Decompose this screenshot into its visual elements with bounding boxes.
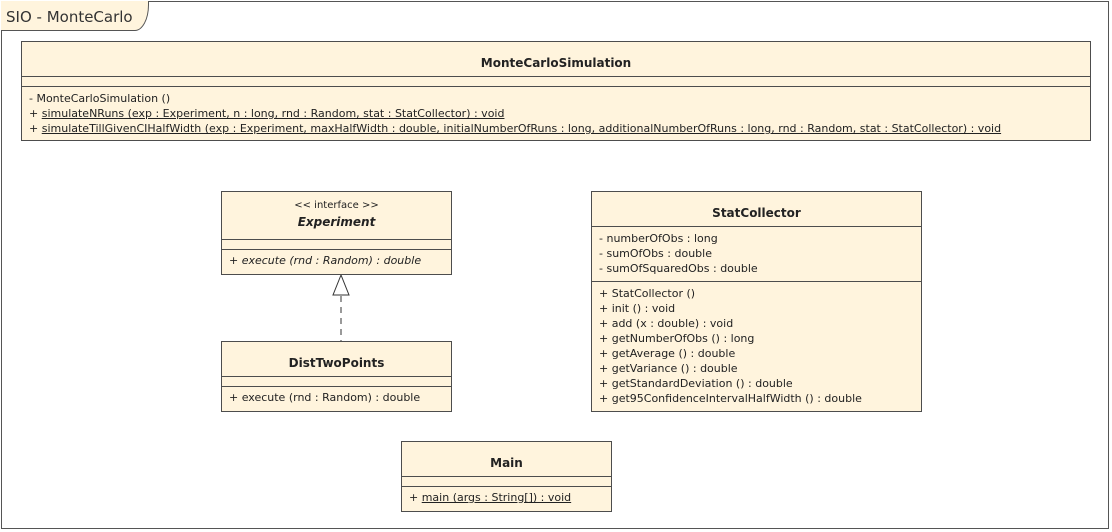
operation: + execute (rnd : Random) : double [229,254,422,267]
attributes-section [22,77,1090,87]
attribute: - sumOfSquaredObs : double [599,262,758,275]
class-header: DistTwoPoints [222,342,451,377]
class-header: Main [402,442,611,477]
operations-section: - MonteCarloSimulation () + simulateNRun… [22,87,1090,139]
operation: - MonteCarloSimulation () [29,92,171,105]
class-header: << interface >> Experiment [222,192,451,240]
package-title: SIO - MonteCarlo [6,8,133,26]
class-header: MonteCarloSimulation [22,42,1090,77]
attributes-section [402,477,611,487]
class-name: Experiment [297,215,376,229]
operations-section: + main (args : String[]) : void [402,487,611,508]
operation: + simulateNRuns (exp : Experiment, n : l… [29,107,505,120]
operation: + get95ConfidenceIntervalHalfWidth () : … [599,392,862,405]
attribute: - numberOfObs : long [599,232,718,245]
operation: + main (args : String[]) : void [409,491,572,504]
operation: + StatCollector () [599,287,696,300]
operations-section: + execute (rnd : Random) : double [222,387,451,408]
operation: + getVariance () : double [599,362,738,375]
class-main[interactable]: Main + main (args : String[]) : void [401,441,612,512]
operation: + simulateTillGivenCIHalfWidth (exp : Ex… [29,122,1002,135]
operation: + getNumberOfObs () : long [599,332,755,345]
class-header: StatCollector [592,192,921,227]
attributes-section [222,240,451,250]
attribute: - sumOfObs : double [599,247,712,260]
class-montecarlosimulation[interactable]: MonteCarloSimulation - MonteCarloSimulat… [21,41,1091,141]
class-name: MonteCarloSimulation [480,56,632,70]
operations-section: + execute (rnd : Random) : double [222,250,451,271]
class-statcollector[interactable]: StatCollector - numberOfObs : long - sum… [591,191,922,412]
operation: + init () : void [599,302,676,315]
realization-arrowhead [332,273,350,296]
class-disttwopoints[interactable]: DistTwoPoints + execute (rnd : Random) :… [221,341,452,412]
class-name: Main [490,456,523,470]
interface-experiment[interactable]: << interface >> Experiment + execute (rn… [221,191,452,275]
class-name: DistTwoPoints [288,356,385,370]
attributes-section [222,377,451,387]
stereotype-label: << interface >> [294,200,379,211]
class-name: StatCollector [712,206,801,220]
operation: + getAverage () : double [599,347,736,360]
operation: + add (x : double) : void [599,317,734,330]
operations-section: + StatCollector () + init () : void + ad… [592,282,921,409]
package-tab: SIO - MonteCarlo [1,1,149,31]
attributes-section: - numberOfObs : long - sumOfObs : double… [592,227,921,282]
operation: + getStandardDeviation () : double [599,377,793,390]
operation: + execute (rnd : Random) : double [229,391,421,404]
